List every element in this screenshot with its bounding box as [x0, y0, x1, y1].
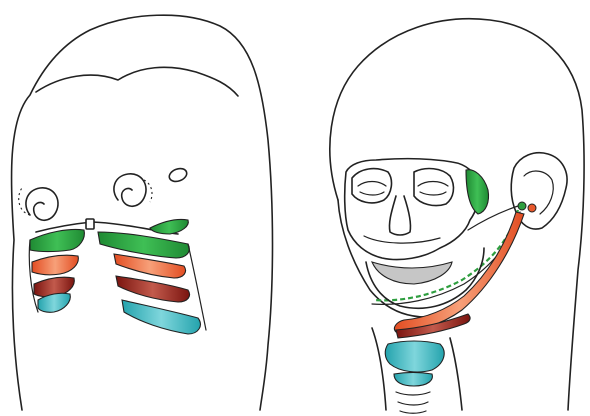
- embryo-head-outline: [11, 15, 272, 410]
- trachea-ring-3: [400, 411, 426, 413]
- adult-neck-right: [450, 338, 462, 410]
- embryo-mouth-notch: [86, 219, 94, 229]
- trachea-ring-1: [396, 392, 430, 395]
- embryo-panel: [11, 15, 272, 410]
- arch1-ossicle-malleus: [518, 202, 526, 210]
- adult-panel: [330, 19, 584, 413]
- trachea-ring-2: [398, 402, 428, 405]
- arch4-cricoid-cartilage: [394, 373, 432, 387]
- arch4-thyroid-cartilage: [385, 341, 444, 372]
- arch2-ossicle-stapes: [528, 204, 536, 212]
- adult-neck-left: [372, 328, 386, 410]
